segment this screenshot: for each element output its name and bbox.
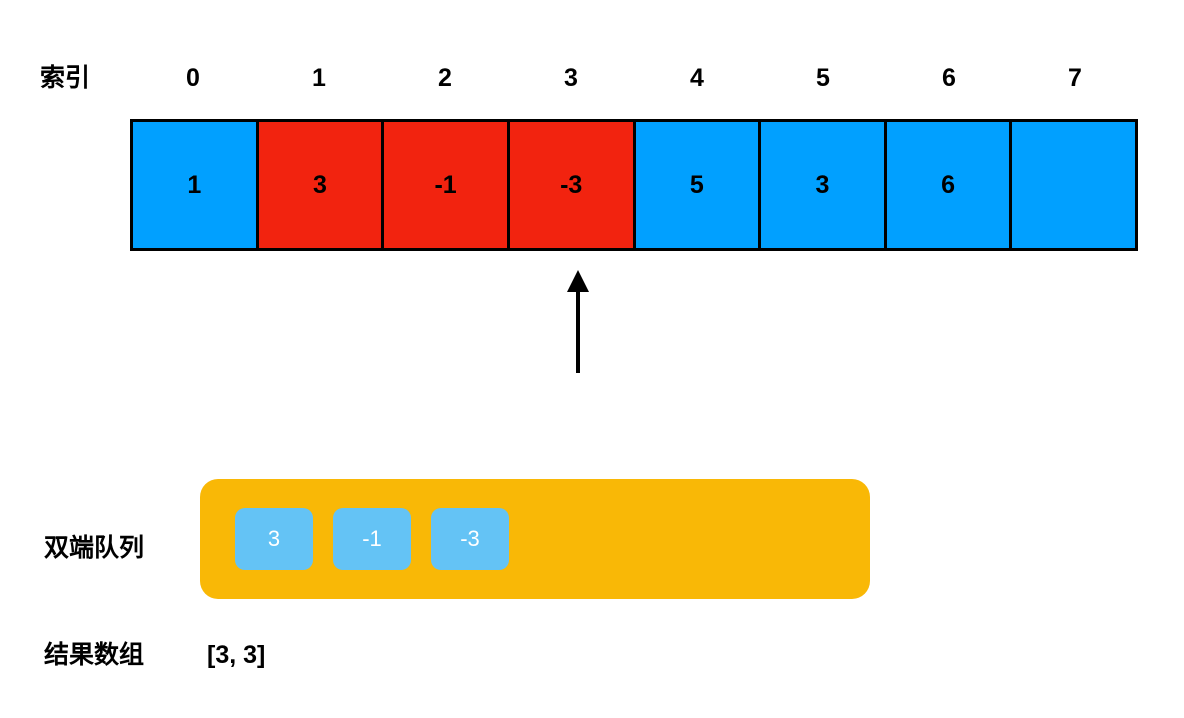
index-number-0: 0 <box>186 64 200 92</box>
index-number-3: 3 <box>564 64 578 92</box>
deque-container: 3 -1 -3 <box>200 479 870 599</box>
array-cell-5: 3 <box>761 122 887 248</box>
deque-label: 双端队列 <box>44 534 145 562</box>
result-array-value: [3, 3] <box>207 641 266 669</box>
index-number-2: 2 <box>438 64 452 92</box>
deque-item-0: 3 <box>235 508 313 570</box>
array-cell-7 <box>1012 122 1135 248</box>
deque-item-2: -3 <box>431 508 509 570</box>
result-array-label: 结果数组 <box>44 641 145 669</box>
array-cell-4: 5 <box>635 122 762 248</box>
array-cell-3: -3 <box>509 122 636 248</box>
index-header-row: 索引 0 1 2 3 4 5 6 7 <box>0 56 1184 100</box>
index-number-5: 5 <box>816 64 830 92</box>
array-cell-2: -1 <box>384 122 510 248</box>
array-cell-6: 6 <box>886 122 1013 248</box>
index-row-label: 索引 <box>40 64 91 92</box>
index-number-6: 6 <box>942 64 956 92</box>
index-number-list: 0 1 2 3 4 5 6 7 <box>130 56 1138 100</box>
index-number-4: 4 <box>690 64 704 92</box>
index-number-7: 7 <box>1068 64 1082 92</box>
window-pointer-arrow-up-icon <box>558 268 598 374</box>
index-number-1: 1 <box>312 64 326 92</box>
array-cells-row: 1 3 -1 -3 5 3 6 <box>130 119 1138 251</box>
deque-item-1: -1 <box>333 508 411 570</box>
array-cell-0: 1 <box>133 122 259 248</box>
array-cell-1: 3 <box>258 122 385 248</box>
